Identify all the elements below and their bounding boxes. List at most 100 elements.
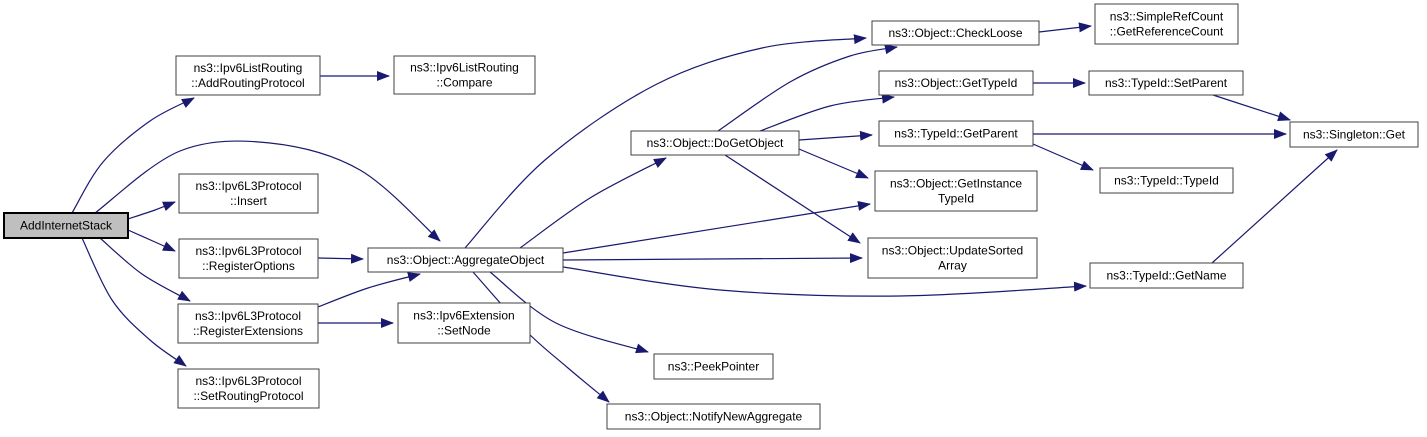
edge-ipv6l3-registerextensions-to-object-aggregateobject <box>317 272 421 308</box>
edge-object-aggregateobject-to-object-dogetobject <box>519 157 667 249</box>
node-label: ns3::Object::UpdateSorted <box>882 244 1023 258</box>
edge-addinternetstack-to-ipv6l3-setroutingprotocol <box>81 237 187 367</box>
node-ipv6extension-setnode[interactable]: ns3::Ipv6Extension::SetNode <box>397 302 531 344</box>
node-label: ::AddRoutingProtocol <box>191 76 304 90</box>
node-box <box>178 173 319 214</box>
node-object-notifynewaggregate[interactable]: ns3::Object::NotifyNewAggregate <box>606 403 821 430</box>
node-label: ns3::SimpleRefCount <box>1110 10 1224 24</box>
node-label: ::RegisterExtensions <box>193 324 303 338</box>
node-box <box>177 303 319 344</box>
node-label: ns3::Ipv6ListRouting <box>194 61 303 75</box>
node-label: ns3::Ipv6L3Protocol <box>195 244 301 258</box>
node-addinternetstack: AddInternetStack <box>3 212 129 239</box>
edge-addinternetstack-to-ipv6l3-insert <box>127 201 176 220</box>
node-box <box>878 70 1034 96</box>
node-label: ns3::Ipv6L3Protocol <box>195 179 301 193</box>
node-ipv6l3-insert[interactable]: ns3::Ipv6L3Protocol::Insert <box>178 173 319 214</box>
node-ipv6l3-registeroptions[interactable]: ns3::Ipv6L3Protocol::RegisterOptions <box>178 238 319 279</box>
node-label: ns3::Object::AggregateObject <box>387 253 545 267</box>
node-label: ns3::Object::NotifyNewAggregate <box>625 410 803 424</box>
node-peekpointer[interactable]: ns3::PeekPointer <box>653 353 774 380</box>
edge-object-dogetobject-to-object-gettypeid <box>759 93 895 132</box>
node-object-dogetobject[interactable]: ns3::Object::DoGetObject <box>630 130 800 156</box>
node-label: ::SetRoutingProtocol <box>193 389 303 403</box>
edge-object-aggregateobject-to-peekpointer <box>489 271 649 354</box>
node-label: ns3::PeekPointer <box>668 360 759 374</box>
edge-addinternetstack-to-ipv6l3-registerextensions <box>99 237 191 302</box>
edge-typeid-setparent-to-singleton-get <box>1212 94 1291 122</box>
node-label: ns3::TypeId::GetName <box>1106 269 1226 283</box>
node-label: ns3::Object::GetInstance <box>890 177 1022 191</box>
edge-addinternetstack-to-listrouting-addroutingprotocol <box>71 97 195 214</box>
node-listrouting-compare[interactable]: ns3::Ipv6ListRouting::Compare <box>393 55 536 95</box>
node-box <box>397 302 531 344</box>
node-box <box>653 353 774 380</box>
node-box <box>178 238 319 279</box>
node-label: ::RegisterOptions <box>202 259 295 273</box>
node-listrouting-addroutingprotocol[interactable]: ns3::Ipv6ListRouting::AddRoutingProtocol <box>175 55 321 96</box>
edges <box>71 22 1338 403</box>
node-simplerefcount-getreferencecount[interactable]: ns3::SimpleRefCount::GetReferenceCount <box>1094 3 1239 45</box>
node-box <box>1289 121 1419 148</box>
node-label: ns3::Object::GetTypeId <box>895 76 1018 90</box>
node-object-aggregateobject[interactable]: ns3::Object::AggregateObject <box>367 247 564 273</box>
edge-object-aggregateobject-to-object-getinstancetypeid <box>562 200 871 254</box>
node-box <box>878 120 1034 147</box>
node-object-checkloose[interactable]: ns3::Object::CheckLoose <box>871 20 1040 46</box>
node-label: ns3::Object::CheckLoose <box>888 26 1022 40</box>
node-box <box>1089 262 1244 289</box>
edge-addinternetstack-to-object-aggregateobject <box>94 140 441 242</box>
node-label: ns3::TypeId::SetParent <box>1105 76 1228 90</box>
edge-object-dogetobject-to-typeid-getparent <box>798 130 873 141</box>
node-box <box>874 170 1038 212</box>
node-box <box>1099 167 1234 194</box>
node-typeid-getname[interactable]: ns3::TypeId::GetName <box>1089 262 1244 289</box>
node-box <box>177 368 320 409</box>
node-label: ns3::Ipv6Extension <box>413 309 514 323</box>
node-ipv6l3-setroutingprotocol[interactable]: ns3::Ipv6L3Protocol::SetRoutingProtocol <box>177 368 320 409</box>
node-box <box>367 247 564 273</box>
node-typeid-getparent[interactable]: ns3::TypeId::GetParent <box>878 120 1034 147</box>
node-label: ns3::Object::DoGetObject <box>647 136 784 150</box>
node-label: ::GetReferenceCount <box>1110 25 1224 39</box>
node-label: ns3::Ipv6ListRouting <box>410 61 519 75</box>
edge-object-dogetobject-to-object-getinstancetypeid <box>798 148 869 179</box>
node-label: TypeId <box>938 192 974 206</box>
node-box <box>867 237 1038 279</box>
edge-object-aggregateobject-to-object-notifynewaggregate <box>472 271 610 403</box>
node-object-gettypeid[interactable]: ns3::Object::GetTypeId <box>878 70 1034 96</box>
edge-object-dogetobject-to-object-updatesortedarray <box>724 154 861 244</box>
edge-addinternetstack-to-ipv6l3-registeroptions <box>127 229 176 252</box>
node-ipv6l3-registerextensions[interactable]: ns3::Ipv6L3Protocol::RegisterExtensions <box>177 303 319 344</box>
node-label: ::SetNode <box>437 324 491 338</box>
node-singleton-get[interactable]: ns3::Singleton::Get <box>1289 121 1419 148</box>
node-label: AddInternetStack <box>20 219 113 233</box>
node-box <box>175 55 321 96</box>
node-typeid-setparent[interactable]: ns3::TypeId::SetParent <box>1088 70 1244 96</box>
node-typeid-typeid[interactable]: ns3::TypeId::TypeId <box>1099 167 1234 194</box>
edge-object-dogetobject-to-object-checkloose <box>717 44 898 132</box>
node-box <box>630 130 800 156</box>
node-box <box>1088 70 1244 96</box>
node-box <box>606 403 821 430</box>
node-label: ns3::Singleton::Get <box>1303 128 1406 142</box>
edge-object-aggregateobject-to-object-checkloose <box>464 34 867 249</box>
node-box <box>393 55 536 95</box>
node-label: ns3::TypeId::GetParent <box>894 127 1018 141</box>
node-label: ns3::Ipv6L3Protocol <box>195 309 301 323</box>
edge-typeid-getparent-to-typeid-typeid <box>1032 143 1094 171</box>
node-label: ::Insert <box>230 194 267 208</box>
node-label: ::Compare <box>436 76 492 90</box>
current-node-box <box>3 212 129 239</box>
node-label: ns3::TypeId::TypeId <box>1114 174 1219 188</box>
node-box <box>1094 3 1239 45</box>
node-box <box>871 20 1040 46</box>
edge-typeid-getname-to-singleton-get <box>1211 149 1338 264</box>
node-label: ns3::Ipv6L3Protocol <box>195 374 301 388</box>
node-label: Array <box>938 259 967 273</box>
edge-object-aggregateobject-to-typeid-getname <box>562 266 1087 297</box>
